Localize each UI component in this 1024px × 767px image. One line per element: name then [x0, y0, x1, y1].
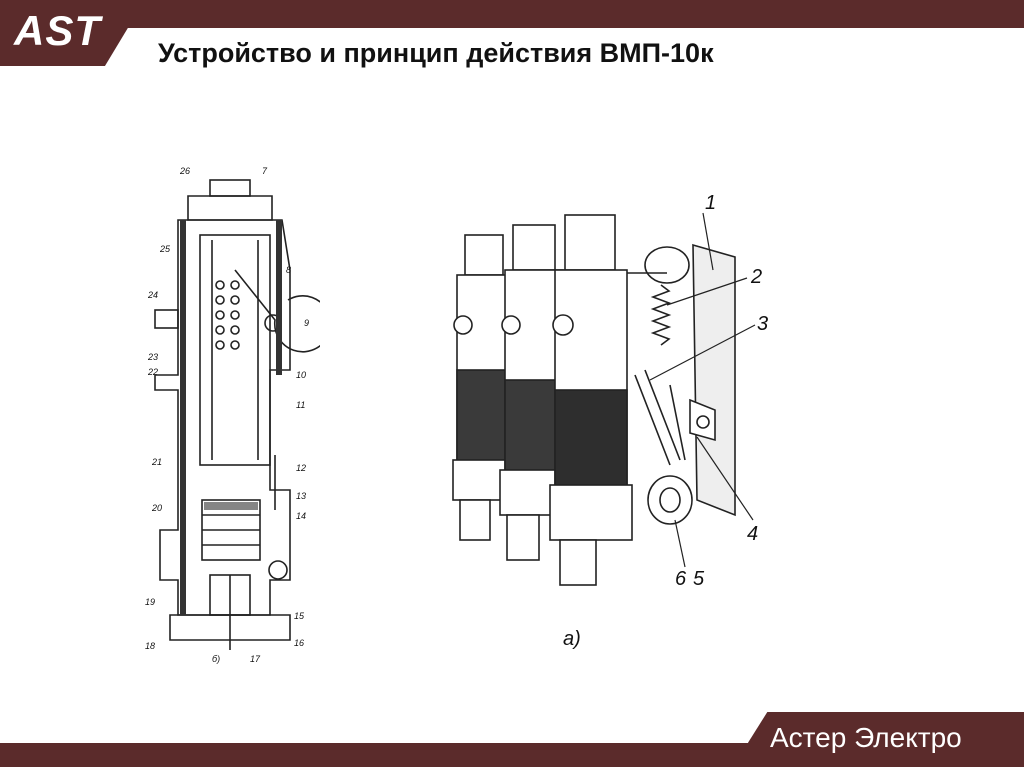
- part-label-25: 25: [159, 244, 171, 254]
- part-label-21: 21: [151, 457, 162, 467]
- part-label-4: 4: [747, 523, 758, 545]
- part-label-11: 11: [296, 400, 305, 410]
- part-label-7: 7: [262, 166, 268, 176]
- breaker-pole-section-drawing: 26 7 25 8 24 9 23 22 10 11 21 12 13 20 1…: [140, 160, 332, 670]
- part-label-24: 24: [147, 290, 158, 300]
- part-label-2: 2: [750, 266, 762, 288]
- part-label-18: 18: [145, 641, 155, 651]
- part-label-1: 1: [705, 192, 716, 214]
- part-label-5: 5: [693, 568, 705, 590]
- part-label-26: 26: [179, 166, 190, 176]
- breaker-three-pole-drawing: 1 2 3 4 6 5 а): [435, 175, 785, 655]
- part-label-9: 9: [304, 318, 309, 328]
- slide-title: Устройство и принцип действия ВМП-10к: [158, 38, 714, 68]
- part-label-22: 22: [147, 367, 158, 377]
- part-label-12: 12: [296, 463, 306, 473]
- part-label-13: 13: [296, 491, 306, 501]
- part-label-10: 10: [296, 370, 306, 380]
- logo-box: [0, 0, 128, 66]
- part-label-23: 23: [147, 352, 158, 362]
- part-label-6: 6: [675, 568, 687, 590]
- part-label-8: 8: [286, 265, 291, 275]
- header-band: [0, 0, 1024, 28]
- company-logo: AST: [14, 7, 101, 54]
- figure-caption-a: а): [563, 628, 581, 650]
- part-label-15: 15: [294, 611, 305, 621]
- part-label-b: б): [212, 654, 220, 664]
- footer-brand: Астер Электро: [770, 722, 962, 753]
- brand-box: [748, 712, 1024, 767]
- part-label-16: 16: [294, 638, 304, 648]
- part-label-19: 19: [145, 597, 155, 607]
- part-label-3: 3: [757, 313, 768, 335]
- section-drawing-svg: 26 7 25 8 24 9 23 22 10 11 21 12 13 20 1…: [145, 166, 332, 664]
- breaker-drawing-svg: 1 2 3 4 6 5 а): [452, 192, 768, 650]
- part-label-17: 17: [250, 654, 261, 664]
- part-label-20: 20: [151, 503, 162, 513]
- part-label-14: 14: [296, 511, 306, 521]
